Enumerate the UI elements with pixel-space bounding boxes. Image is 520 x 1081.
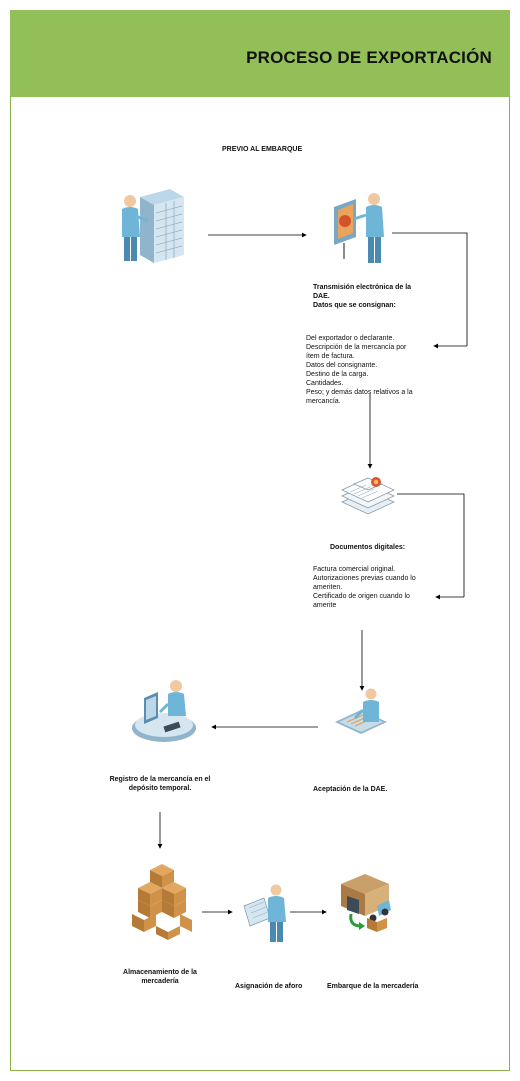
transmision-subtitle: Datos que se consignan: [313, 302, 396, 309]
list-item: Destino de la carga. [306, 371, 369, 378]
transmision-title-line1: Transmisión electrónica de la [313, 284, 412, 291]
almacenamiento-label-line1: Almacenamiento de la [123, 969, 197, 976]
server-operator-icon [122, 189, 184, 263]
presentation-operator-icon [334, 193, 384, 263]
page-title: PROCESO DE EXPORTACIÓN [246, 48, 492, 67]
list-item: Factura comercial original. [313, 566, 396, 573]
list-item: amerite [313, 602, 337, 609]
tablet-operator-icon [335, 688, 387, 734]
header-banner: PROCESO DE EXPORTACIÓN [10, 10, 510, 97]
aceptacion-label: Aceptación de la DAE. [313, 786, 388, 793]
boxes-stack-icon [132, 864, 192, 940]
almacenamiento-label-line2: mercadería [141, 978, 179, 985]
list-item: Cantidades. [306, 380, 344, 387]
embarque-label: Embarque de la mercadería [327, 983, 419, 990]
documents-stack-icon [341, 477, 395, 515]
almacenamiento-label: Almacenamiento de la mercadería [95, 968, 225, 986]
list-item: Del exportador o declarante. [306, 335, 395, 342]
transmision-title: Transmisión electrónica de la DAE. Datos… [313, 283, 423, 310]
documentos-list: Factura comercial original. Autorizacion… [313, 565, 443, 610]
transmision-list: Del exportador o declarante. Descripción… [306, 334, 436, 406]
stage-label: PREVIO AL EMBARQUE [222, 146, 303, 153]
connector-documents-right [397, 493, 465, 597]
delivery-truck-icon [341, 874, 391, 932]
page-frame [10, 10, 510, 1071]
registro-label: Registro de la mercancía en el depósito … [85, 775, 235, 793]
documentos-title: Documentos digitales: [330, 544, 406, 551]
list-item: Peso; y demás datos relativos a la [306, 389, 413, 396]
list-item: ítem de factura. [306, 353, 355, 360]
connector-transmision-right [392, 232, 468, 346]
list-item: ameriten. [313, 584, 343, 591]
desk-operator-icon [132, 680, 196, 742]
list-item: Autorizaciones previas cuando lo [313, 575, 416, 582]
list-item: Descripción de la mercancía por [306, 344, 407, 351]
aforo-label: Asignación de aforo [235, 983, 303, 990]
clipboard-operator-icon [243, 884, 286, 942]
registro-label-line2: depósito temporal. [128, 785, 192, 792]
list-item: Certificado de origen cuando lo [313, 593, 410, 600]
registro-label-line1: Registro de la mercancía en el [109, 776, 211, 783]
list-item: mercancía. [306, 398, 341, 405]
list-item: Datos del consignante. [306, 362, 378, 369]
transmision-title-line2: DAE. [313, 293, 330, 300]
